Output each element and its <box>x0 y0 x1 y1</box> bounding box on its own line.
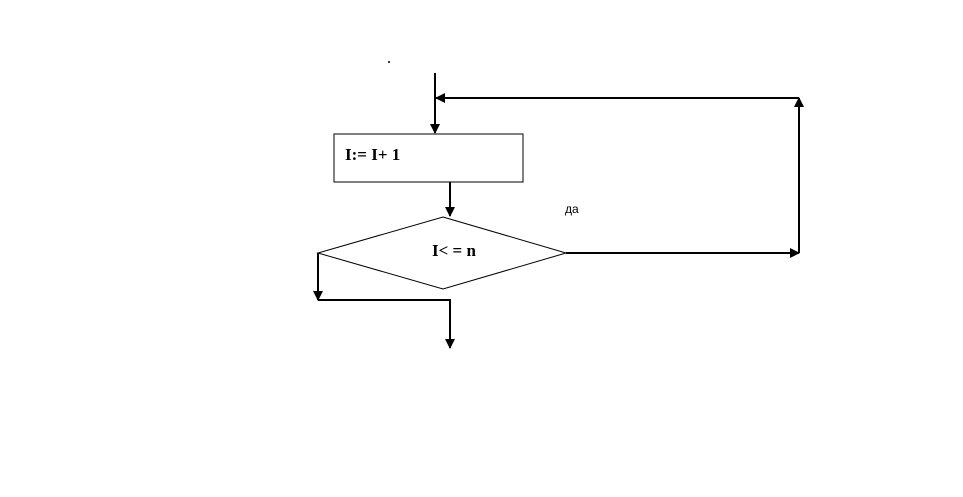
process-block-label: I:= I+ 1 <box>345 145 400 164</box>
yes-branch-label: да <box>565 202 579 216</box>
process-block <box>333 133 524 183</box>
decision-block-label: I< = n <box>432 241 476 260</box>
decision-block <box>316 216 568 290</box>
stray-dot <box>388 61 390 63</box>
